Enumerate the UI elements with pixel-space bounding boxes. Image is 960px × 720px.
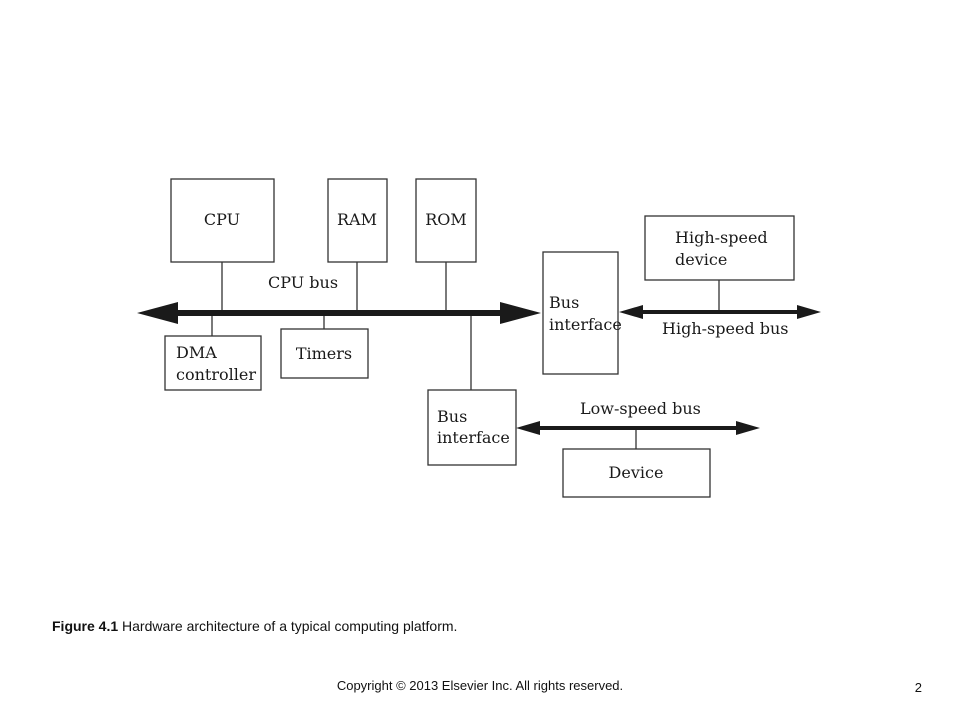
cpu-label: CPU [204, 210, 240, 229]
device-block [562, 448, 711, 498]
cpu-bus-label: CPU bus [268, 273, 338, 292]
high-speed-device-block [644, 215, 795, 281]
figure-label: Figure 4.1 [52, 618, 119, 634]
ram-label: RAM [337, 210, 377, 229]
timers-label: Timers [296, 344, 352, 363]
dma-label-line1: DMA [176, 343, 217, 362]
bus-interface-high-block [542, 251, 619, 375]
bus-interface-low-block [427, 389, 517, 466]
ram-block [327, 178, 388, 263]
low-speed-bus [516, 421, 760, 435]
dma-controller-block [164, 335, 262, 391]
bus-interface-low-label-line1: Bus [437, 407, 467, 426]
bus-interface-high-label-line1: Bus [549, 293, 579, 312]
figure-caption-text: Hardware architecture of a typical compu… [122, 618, 458, 634]
timers-block [280, 328, 369, 379]
rom-block [415, 178, 477, 263]
bus-interface-high-label-line2: interface [549, 315, 622, 334]
device-label: Device [609, 463, 664, 482]
rom-label: ROM [425, 210, 467, 229]
page-number: 2 [914, 680, 922, 695]
figure-caption: Figure 4.1 Hardware architecture of a ty… [52, 618, 457, 634]
cpu-block [170, 178, 275, 263]
high-speed-device-label-line1: High-speed [675, 228, 768, 247]
high-speed-bus [619, 305, 821, 319]
hardware-architecture-diagram: CPU RAM ROM DMA controller Timers Bus in… [137, 178, 821, 498]
cpu-bus [137, 302, 541, 324]
bus-interface-low-label-line2: interface [437, 428, 510, 447]
dma-label-line2: controller [176, 365, 256, 384]
high-speed-device-label-line2: device [675, 250, 727, 269]
copyright-footer: Copyright © 2013 Elsevier Inc. All right… [336, 678, 624, 693]
high-speed-bus-label: High-speed bus [662, 319, 789, 338]
low-speed-bus-label: Low-speed bus [580, 399, 701, 418]
